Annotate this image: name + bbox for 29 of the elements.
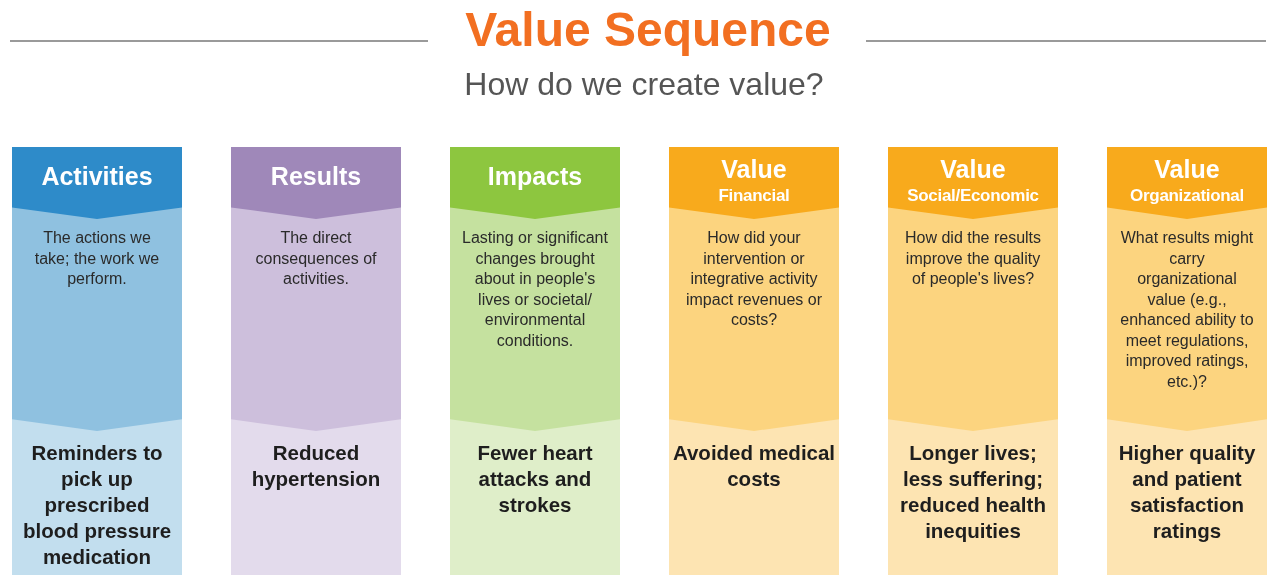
column-heading: Value	[721, 157, 787, 182]
example-text: Fewer heart attacks and strokes	[476, 440, 594, 518]
description-text: The actions we take; the work we perform.	[33, 228, 161, 289]
value-column	[12, 147, 182, 575]
description-text: The direct consequences of activities.	[254, 228, 378, 289]
value-column	[231, 147, 401, 575]
description-text: What results might carry organizational value (e.g., enhanced ability to meet regulations, improved ratings, etc.)?	[1119, 228, 1255, 392]
description-text: How did the results improve the quality of people's lives?	[903, 228, 1043, 289]
column-heading: Value	[940, 157, 1006, 182]
value-column	[450, 147, 620, 575]
value-column	[888, 147, 1058, 575]
value-column	[1107, 147, 1267, 575]
column-heading: Value	[1154, 157, 1220, 182]
title: Value Sequence	[464, 6, 832, 54]
description-text: Lasting or significant changes brought about in people's lives or societal/ environmental conditions.	[462, 228, 608, 351]
value-column	[669, 147, 839, 575]
column-heading: Results	[270, 164, 362, 189]
column-heading: Impacts	[487, 164, 583, 189]
column-heading: Activities	[41, 164, 153, 189]
column-subheading: Financial	[718, 187, 790, 204]
example-text: Longer lives; less suffering; reduced health inequities	[899, 440, 1047, 544]
example-text: Reduced hypertension	[250, 440, 382, 492]
example-text: Higher quality and patient satisfaction ratings	[1117, 440, 1257, 544]
subtitle: How do we create value?	[463, 68, 825, 100]
column-subheading: Social/Economic	[907, 187, 1039, 204]
description-text: How did your intervention or integrative activity impact revenues or costs?	[684, 228, 824, 330]
example-text: Avoided medical costs	[671, 440, 837, 492]
example-text: Reminders to pick up prescribed blood pressure medication	[21, 440, 173, 570]
column-subheading: Organizational	[1130, 187, 1244, 204]
